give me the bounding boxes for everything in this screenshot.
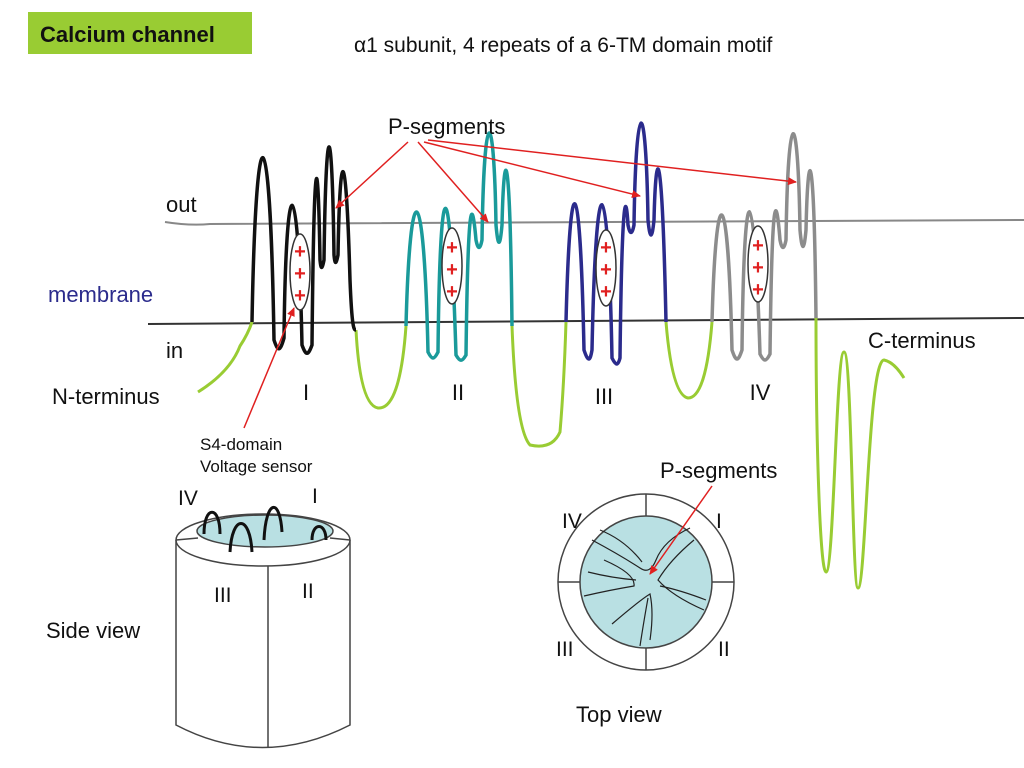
label-p-segments-top: P-segments	[388, 114, 505, 139]
s4-charge: +	[600, 281, 612, 303]
label-out: out	[166, 192, 197, 217]
domain-iv	[710, 132, 818, 362]
label-voltage-sensor: Voltage sensor	[200, 457, 313, 476]
linkers	[197, 317, 906, 590]
p-segment-arrow-iii	[423, 141, 641, 198]
s4-arrow	[243, 307, 295, 429]
side-view-numeral-iii: III	[214, 584, 232, 607]
membrane-outer-line	[164, 219, 1024, 226]
label-c-terminus: C-terminus	[868, 328, 976, 353]
side-view-numeral-iv: IV	[178, 487, 198, 510]
side-view-cylinder	[175, 513, 351, 749]
s4-sensor-iii: + + +	[595, 229, 617, 307]
domain-iv-transmembrane-segments	[710, 132, 818, 362]
side-view-p-loops	[202, 506, 328, 553]
side-view-numeral-i: I	[312, 485, 318, 508]
domain-i-transmembrane-segments	[250, 145, 357, 355]
domain-iii	[564, 121, 668, 366]
top-view-dividers	[558, 494, 734, 670]
s4-sensor-iv: + + +	[747, 225, 769, 303]
domain-numeral-ii: II	[452, 380, 464, 405]
domain-numeral-iii: III	[595, 384, 613, 409]
top-view-numeral-ii: II	[718, 638, 730, 661]
domain-ii	[404, 131, 514, 362]
c-terminus-linker	[814, 317, 906, 590]
domain-ii-transmembrane-segments	[404, 131, 514, 362]
label-n-terminus: N-terminus	[52, 384, 160, 409]
label-top-view: Top view	[576, 702, 662, 727]
p-segment-arrow-i	[335, 141, 409, 209]
s4-charge: +	[446, 259, 458, 281]
s4-sensor-i: + + +	[289, 233, 311, 311]
domain-numeral-iv: IV	[750, 380, 771, 405]
s4-charge: +	[446, 237, 458, 259]
label-in: in	[166, 338, 183, 363]
label-side-view: Side view	[46, 618, 140, 643]
linker-iii-iv	[664, 321, 714, 400]
top-view-numeral-iii: III	[556, 638, 574, 661]
top-view-channel	[557, 493, 735, 671]
top-view-numeral-i: I	[716, 510, 722, 533]
s4-charge: +	[600, 237, 612, 259]
top-view-numeral-iv: IV	[562, 510, 582, 533]
s4-charge: +	[600, 259, 612, 281]
title-badge: Calcium channel	[28, 12, 252, 54]
title-badge-text: Calcium channel	[40, 22, 215, 47]
s4-charge: +	[446, 281, 458, 303]
linker-i-ii	[354, 325, 408, 410]
domain-iii-transmembrane-segments	[564, 121, 668, 366]
linker-ii-iii	[510, 321, 568, 448]
top-view-p-loops	[583, 527, 707, 647]
subtitle: α1 subunit, 4 repeats of a 6-TM domain m…	[354, 34, 773, 57]
s4-charge: +	[752, 257, 764, 279]
title-badge-background	[28, 12, 252, 54]
label-s4-domain: S4-domain	[200, 435, 282, 454]
label-p-segments-bottom: P-segments	[660, 458, 777, 483]
top-view-p-segment-arrow	[649, 485, 713, 575]
cylinder-divider-right	[329, 537, 351, 541]
p-segment-arrows	[335, 139, 797, 223]
side-view-numeral-ii: II	[302, 580, 314, 603]
top-view-pore	[579, 515, 713, 649]
s4-charge: +	[294, 241, 306, 263]
domain-numeral-i: I	[303, 380, 309, 405]
p-segment-arrow-iv	[427, 139, 797, 186]
cylinder-divider-left	[175, 537, 199, 541]
cylinder-body	[175, 540, 351, 749]
n-terminus-linker	[197, 321, 254, 394]
s4-charge: +	[294, 263, 306, 285]
domain-i	[250, 145, 357, 355]
s4-charge: +	[294, 285, 306, 307]
label-membrane: membrane	[48, 282, 153, 307]
s4-charge: +	[752, 279, 764, 301]
membrane-inner-line	[147, 317, 1024, 325]
s4-sensor-ii: + + +	[441, 227, 463, 305]
p-segment-arrow-ii	[417, 141, 489, 223]
s4-charge: +	[752, 235, 764, 257]
